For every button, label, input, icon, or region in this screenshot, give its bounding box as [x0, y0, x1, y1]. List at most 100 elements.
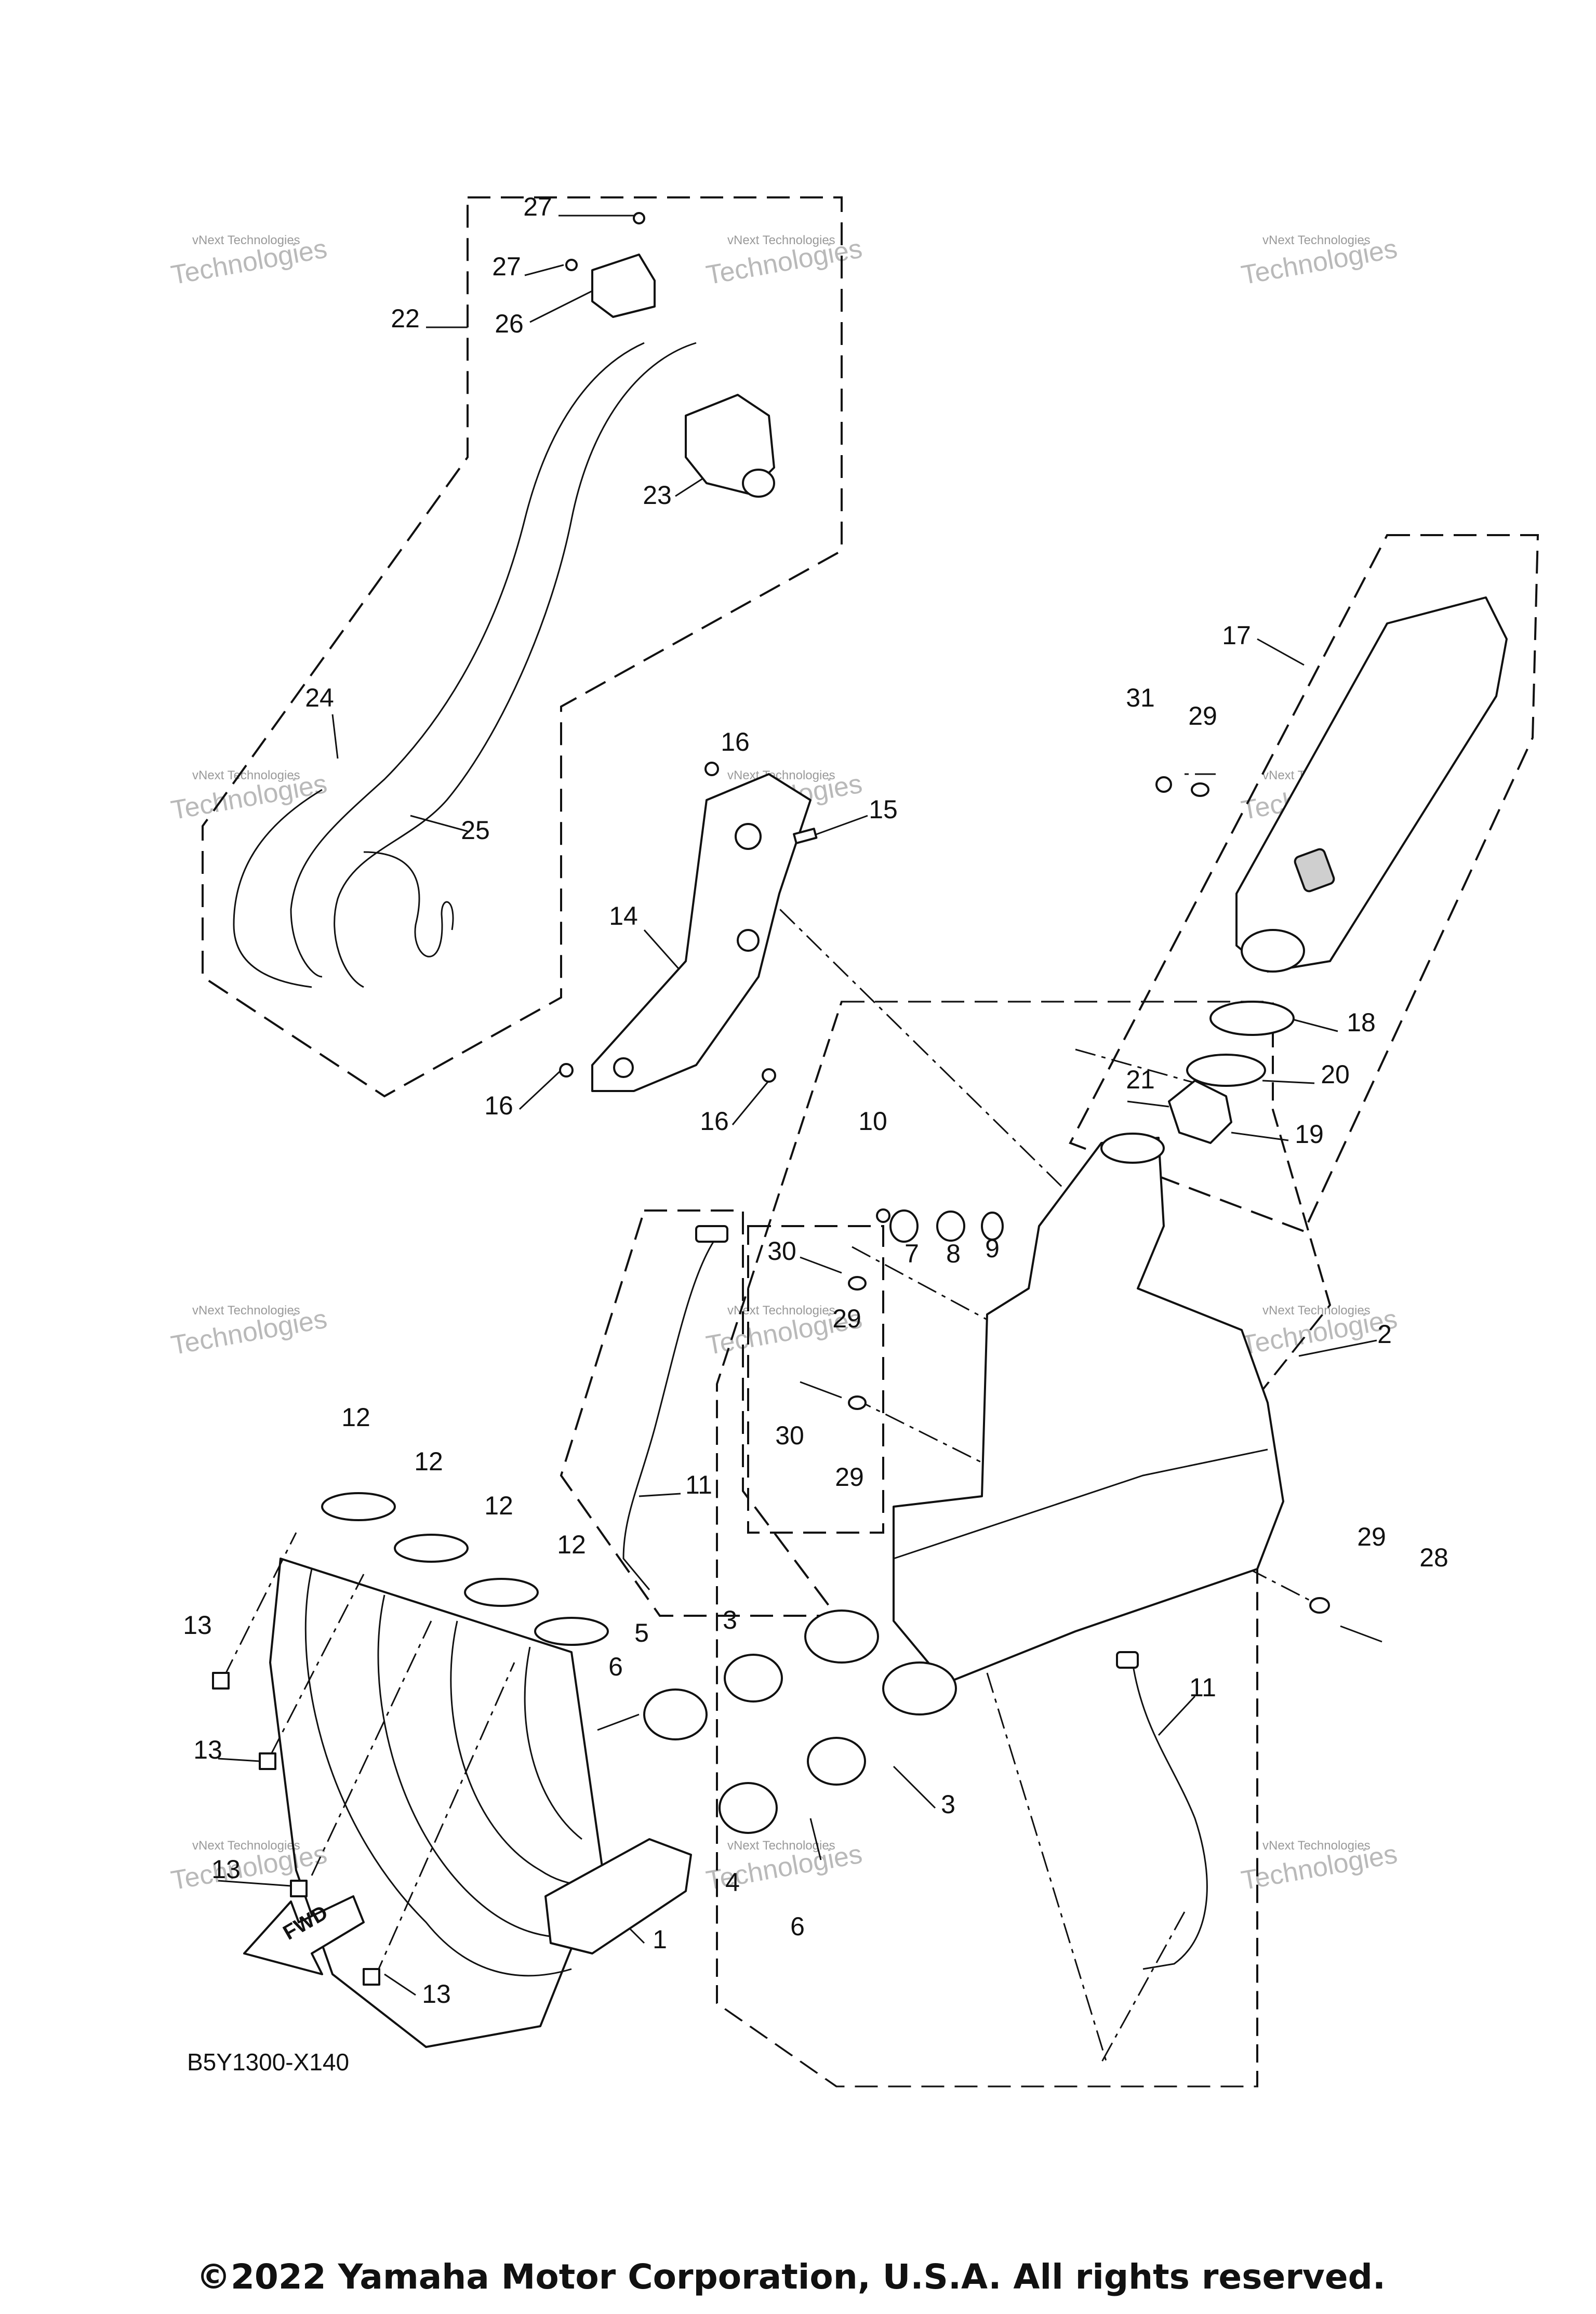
callout-number: 16	[700, 1107, 729, 1136]
callout-number: 26	[495, 309, 524, 338]
watermark: vNext Technologies	[727, 233, 835, 247]
sensor-wire	[1132, 1662, 1208, 1970]
group-outlines	[202, 196, 1539, 2087]
actuator-end	[742, 469, 775, 498]
valve-actuator-assembly	[233, 212, 775, 988]
grommet	[737, 929, 760, 952]
header-pipes	[269, 1558, 604, 2048]
callout-number: 20	[1321, 1060, 1350, 1089]
callout-number: 31	[1126, 683, 1155, 712]
watermark: vNext Technologies	[1262, 233, 1371, 247]
sensor-wire	[622, 1236, 718, 1590]
silencer-assembly	[800, 1133, 1382, 1715]
washer	[1309, 1597, 1330, 1614]
callout-number: 14	[609, 901, 638, 930]
muffler-inlet	[1241, 929, 1305, 973]
muffler-assembly	[1127, 596, 1508, 1144]
callout-number: 18	[1347, 1008, 1376, 1037]
gasket	[1209, 1001, 1295, 1036]
callout-number: 22	[391, 304, 420, 333]
watermark: vNext Technologies	[727, 1304, 835, 1318]
callout-number: 9	[985, 1234, 1000, 1263]
gasket	[464, 1578, 539, 1607]
callout-number: 29	[835, 1462, 864, 1492]
bolt	[1127, 1100, 1169, 1108]
cable	[233, 789, 323, 988]
forward-direction-arrow: FWD	[243, 1895, 365, 1975]
copyright-notice: ©2022 Yamaha Motor Corporation, U.S.A. A…	[196, 2257, 1386, 2297]
nut	[290, 1880, 308, 1897]
callout-number: 1	[653, 1925, 667, 1954]
inlet-pipe	[804, 1610, 879, 1664]
clamp	[719, 1782, 778, 1834]
callout-number: 24	[305, 683, 334, 712]
sensor-connector	[1116, 1651, 1139, 1669]
washer	[981, 1212, 1004, 1241]
silencer-outlet	[1100, 1133, 1165, 1164]
watermark: vNext Technologies	[727, 768, 835, 782]
bolt	[809, 1818, 822, 1860]
watermark: vNext Technologies	[1262, 1839, 1371, 1853]
spring-cover	[889, 1209, 919, 1243]
washer	[1191, 782, 1209, 797]
washer	[848, 1276, 867, 1291]
bolt	[559, 1063, 574, 1078]
sensor-connector	[695, 1225, 728, 1243]
callout-number: 27	[523, 192, 552, 221]
screw	[565, 259, 578, 271]
bolt	[1340, 1625, 1382, 1643]
clip	[793, 828, 818, 844]
callout-number: 6	[790, 1912, 805, 1941]
callout-number: 3	[941, 1790, 955, 1819]
screw	[633, 212, 645, 224]
valve-cover	[591, 254, 656, 318]
callout-number: 28	[1419, 1543, 1448, 1572]
sensor-parts	[622, 1225, 1208, 1970]
callout-number: 13	[183, 1611, 212, 1640]
silencer-group-outline	[716, 1001, 1332, 2087]
bolt-group-outline	[747, 1225, 884, 1534]
bolt	[800, 1381, 842, 1399]
callout-number: 12	[484, 1491, 513, 1520]
bolt	[800, 1256, 842, 1274]
callout-number: 19	[1295, 1120, 1324, 1149]
grommet	[735, 823, 762, 850]
callout-number: 30	[775, 1421, 804, 1450]
callout-number: 5	[634, 1618, 649, 1647]
watermark: vNext Technologies	[1262, 1304, 1371, 1318]
drawing-code: B5Y1300-X140	[187, 2049, 349, 2076]
callout-number: 25	[461, 816, 490, 845]
callout-number: 4	[725, 1868, 740, 1897]
callout-number: 16	[721, 727, 750, 756]
callout-number: 16	[484, 1091, 513, 1120]
watermark: vNext Technologies	[192, 768, 300, 782]
callout-number: 29	[1188, 701, 1217, 730]
callout-number: 29	[832, 1304, 861, 1333]
callout-number: 3	[723, 1605, 737, 1634]
header-collector	[544, 1838, 692, 1954]
callout-number: 2	[1377, 1320, 1392, 1349]
fwd-arrow-icon	[243, 1895, 365, 1975]
silencer-body	[893, 1137, 1284, 1684]
callout-number: 21	[1126, 1065, 1155, 1094]
inlet-pipe	[882, 1661, 957, 1715]
gasket	[321, 1492, 396, 1521]
callout-number: 27	[492, 252, 521, 281]
gasket	[807, 1737, 866, 1786]
nut	[363, 1968, 380, 1986]
callout-number: 12	[414, 1447, 443, 1476]
watermark: vNext Technologies	[192, 1304, 300, 1318]
callout-number: 30	[767, 1236, 796, 1266]
exhaust-header	[212, 1492, 866, 2048]
bolt-head	[1155, 776, 1172, 793]
protector-assembly	[559, 762, 818, 1092]
bolt	[597, 1713, 640, 1731]
cable	[363, 851, 454, 957]
nut	[876, 1208, 890, 1223]
callout-number: 11	[1189, 1673, 1216, 1702]
gasket	[534, 1617, 609, 1646]
callout-number: 29	[1357, 1522, 1386, 1551]
spring	[936, 1211, 965, 1242]
gasket	[1186, 1054, 1266, 1087]
